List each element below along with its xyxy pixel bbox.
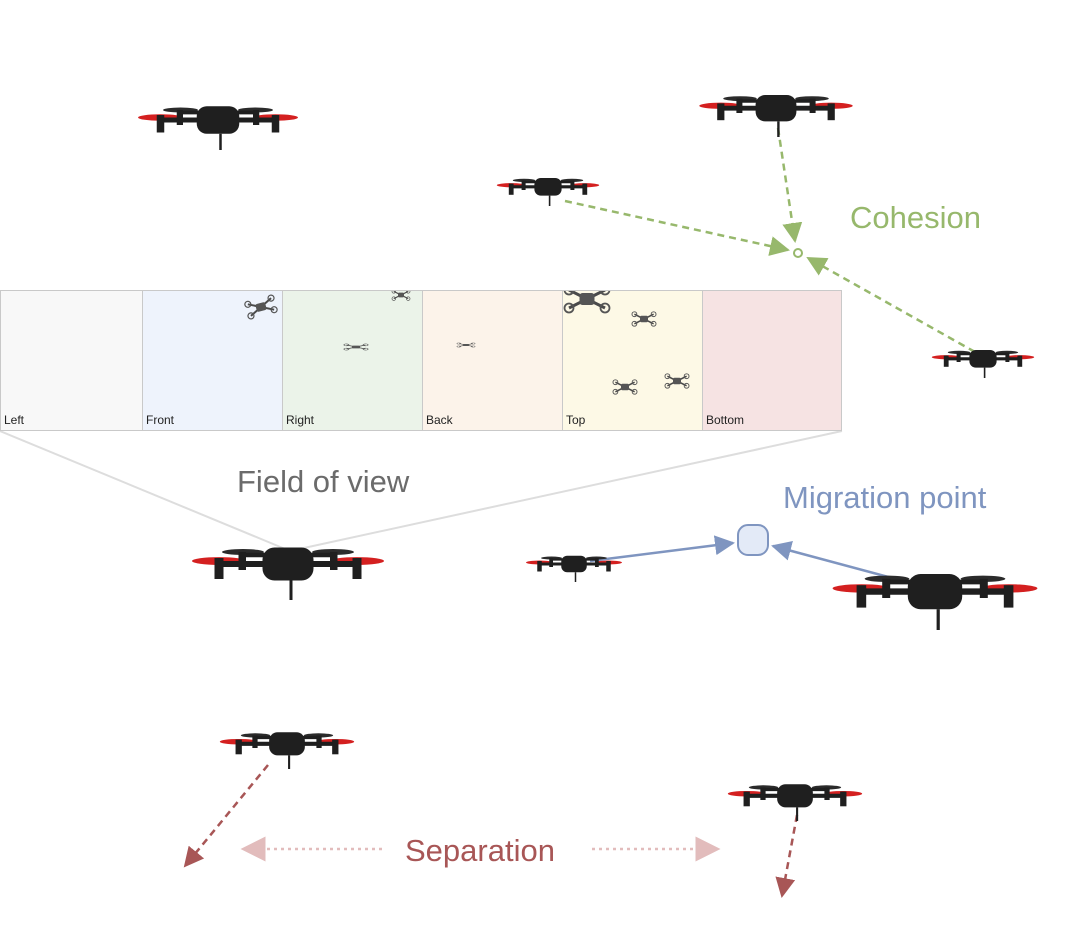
separation-label: Separation (405, 833, 555, 868)
field-of-view-label: Field of view (237, 464, 410, 499)
quadcopter-drone-icon (220, 732, 354, 769)
quadcopter-drone-icon (930, 348, 1036, 380)
fov-left-line (0, 430, 291, 552)
panel-left: Left (1, 291, 142, 430)
quadcopter-drone-icon (192, 548, 384, 601)
cohesion-center-point (793, 248, 803, 258)
panel-back: Back (422, 291, 562, 430)
quadcopter-drone-icon (664, 372, 690, 390)
quadcopter-drone-icon (563, 291, 611, 314)
quadcopter-drone-icon (138, 106, 298, 150)
quadcopter-drone-icon (612, 378, 638, 396)
quadcopter-drone-icon (243, 293, 279, 321)
separation-arrow-right-drone (775, 814, 799, 898)
panel-top: Top (562, 291, 702, 430)
quadcopter-drone-icon (728, 784, 862, 821)
cohesion-arrow-1 (564, 199, 790, 256)
migration-arrow-1 (589, 535, 735, 563)
panel-top-view (563, 291, 690, 396)
panel-label: Front (146, 413, 175, 427)
cohesion-arrow-3 (806, 256, 976, 354)
panel-back-view (456, 342, 476, 348)
cohesion-label: Cohesion (850, 200, 981, 235)
fov-right-line (289, 430, 843, 552)
field-of-view-panels: Left Front Right Back Top Bottom (0, 290, 842, 431)
quadcopter-drone-icon (391, 291, 411, 301)
quadcopter-drone-icon (343, 343, 369, 351)
quadcopter-drone-icon (631, 310, 657, 328)
panel-right-view (343, 291, 411, 351)
panel-label: Left (4, 413, 25, 427)
migration-point-icon (737, 524, 769, 556)
panel-front: Front (142, 291, 282, 430)
panel-label: Back (426, 413, 453, 427)
panel-bottom: Bottom (702, 291, 841, 430)
migration-point-label: Migration point (783, 480, 987, 515)
cohesion-arrow-2 (776, 127, 803, 243)
panel-label: Bottom (706, 413, 745, 427)
quadcopter-drone-icon (699, 95, 853, 137)
panel-label: Right (286, 413, 315, 427)
panel-front-view (243, 293, 279, 321)
quadcopter-drone-icon (833, 574, 1038, 630)
separation-arrow-left-drone (183, 764, 269, 868)
quadcopter-drone-icon (495, 176, 601, 208)
panel-right: Right (282, 291, 422, 430)
panel-label: Top (566, 413, 586, 427)
quadcopter-drone-icon (456, 342, 476, 348)
